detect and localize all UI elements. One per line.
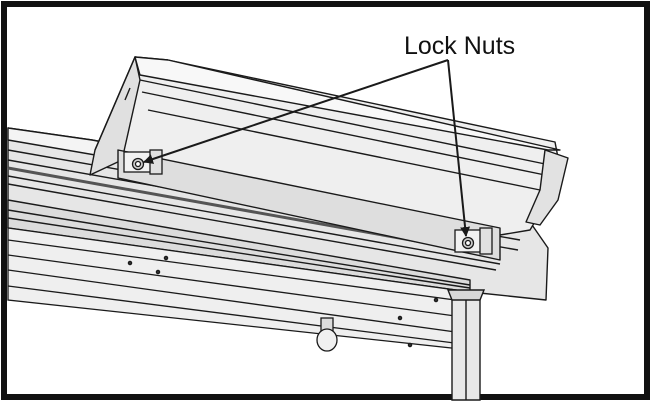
lock-nuts-label: Lock Nuts [404, 32, 516, 60]
jamb-post [446, 289, 486, 401]
callout-arrows [143, 59, 471, 237]
guide-roller [316, 317, 338, 352]
lock-nut-left [123, 149, 163, 175]
lock-nut-right [454, 227, 493, 255]
callout-arrow-right [447, 59, 471, 237]
callout-arrow-left [143, 59, 449, 164]
rail-lower-face [7, 227, 471, 351]
cover-tray [89, 56, 569, 261]
